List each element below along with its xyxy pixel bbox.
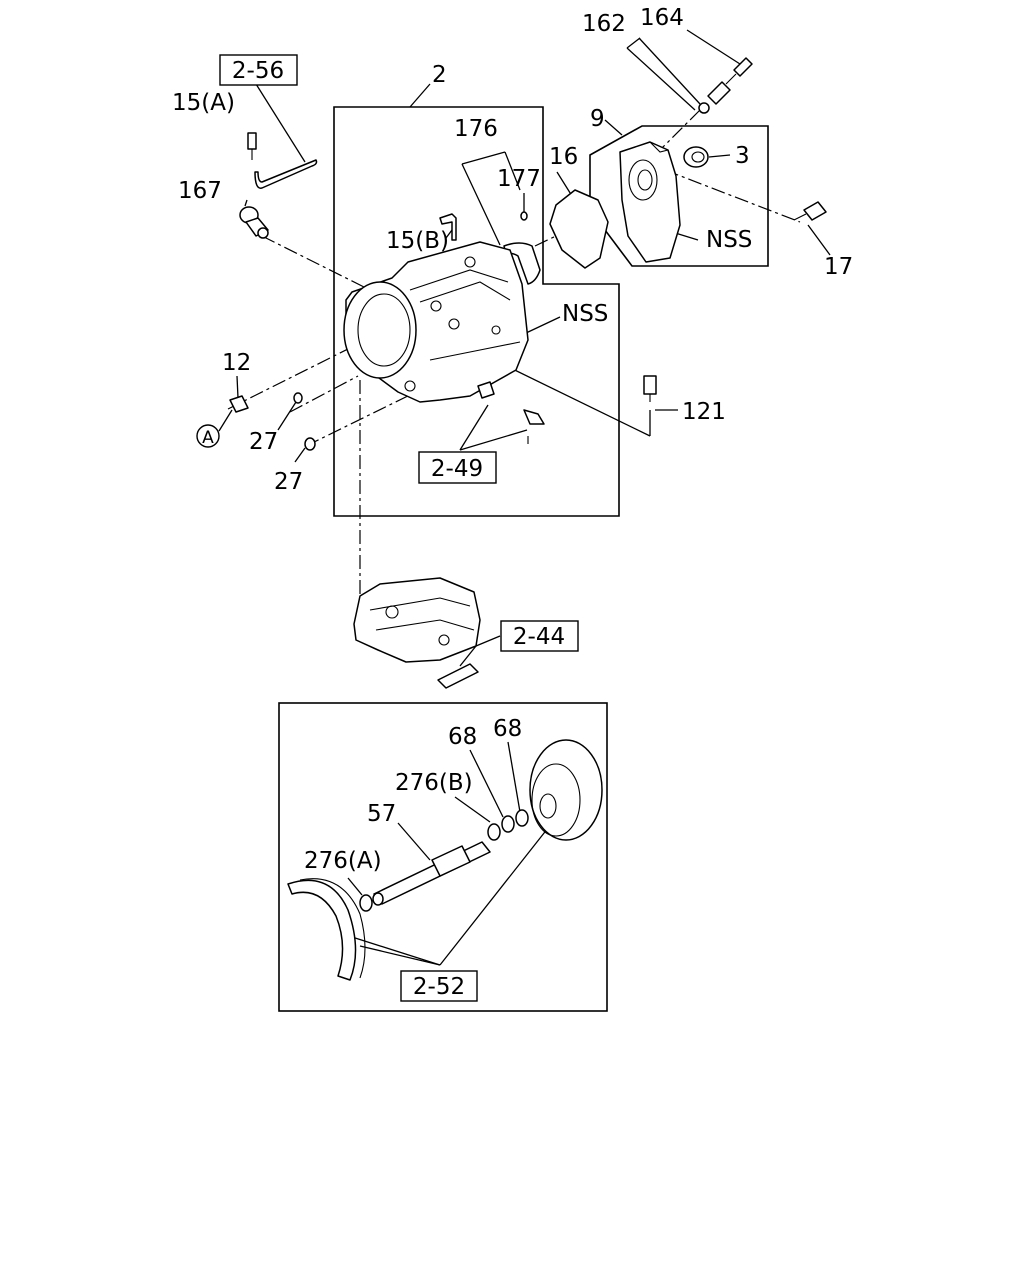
output-gear	[529, 739, 603, 841]
part-label-176: 176	[454, 116, 498, 142]
output-shaft-frame	[278, 702, 608, 1012]
plug-12	[229, 395, 249, 413]
ref-box-2-49	[418, 451, 497, 484]
o-ring-27a	[293, 392, 303, 404]
clutch-ring-gear	[287, 878, 366, 981]
transmission-case-frame	[333, 106, 620, 517]
washer-68b	[515, 809, 529, 827]
snap-ring-276a	[359, 894, 373, 912]
washer-276b	[487, 823, 501, 841]
part-label-68-right: 68	[493, 716, 522, 742]
o-ring-27b	[304, 437, 316, 451]
part-label-3: 3	[735, 143, 750, 169]
part-label-276b: 276(B)	[395, 770, 473, 796]
part-label-nss-case: NSS	[562, 301, 608, 327]
part-label-276a: 276(A)	[304, 848, 382, 874]
ref-label-2-49[interactable]: 2-49	[431, 456, 483, 482]
plug-177	[520, 211, 528, 221]
breather-121	[643, 375, 657, 402]
control-valve-body	[353, 577, 481, 689]
bolt-15b	[439, 213, 457, 241]
o-ring-162	[698, 102, 710, 114]
part-label-17: 17	[824, 254, 853, 280]
oil-pump-9	[619, 141, 681, 263]
callout-a-label: A	[202, 428, 214, 448]
bolt-17	[793, 201, 827, 221]
part-label-15b: 15(B)	[386, 228, 449, 254]
part-label-15a: 15(A)	[172, 90, 235, 116]
ref-label-2-52[interactable]: 2-52	[413, 974, 465, 1000]
callout-a-circle	[196, 424, 220, 448]
part-label-68-left: 68	[448, 724, 477, 750]
fitting-164	[707, 57, 753, 105]
oil-seal-3	[683, 146, 709, 168]
part-label-nss-pump: NSS	[706, 227, 752, 253]
washer-68a	[501, 815, 515, 833]
part-label-12: 12	[222, 350, 251, 376]
ref-label-2-44[interactable]: 2-44	[513, 624, 565, 650]
ref-box-2-56	[219, 54, 298, 86]
ref-box-2-52	[400, 970, 478, 1002]
ref-box-2-44	[500, 620, 579, 652]
gasket-16	[549, 189, 609, 269]
sensor-parts-2-49	[477, 381, 545, 444]
part-label-2: 2	[432, 62, 447, 88]
part-label-164: 164	[640, 5, 684, 31]
leader-lines	[236, 29, 831, 966]
bolt-15a	[247, 132, 257, 160]
part-label-121: 121	[682, 399, 726, 425]
part-label-16: 16	[549, 144, 578, 170]
part-label-162: 162	[582, 11, 626, 37]
part-label-177: 177	[497, 166, 541, 192]
ref-label-2-56[interactable]: 2-56	[232, 58, 284, 84]
shaft-57	[372, 841, 491, 906]
oil-cooler-tube	[254, 159, 318, 189]
part-label-27-upper: 27	[249, 429, 278, 455]
elbow-fitting-167	[239, 206, 269, 239]
part-label-167: 167	[178, 178, 222, 204]
transmission-case	[343, 241, 529, 403]
part-label-57: 57	[367, 801, 396, 827]
part-label-9: 9	[590, 106, 605, 132]
part-label-27-lower: 27	[274, 469, 303, 495]
